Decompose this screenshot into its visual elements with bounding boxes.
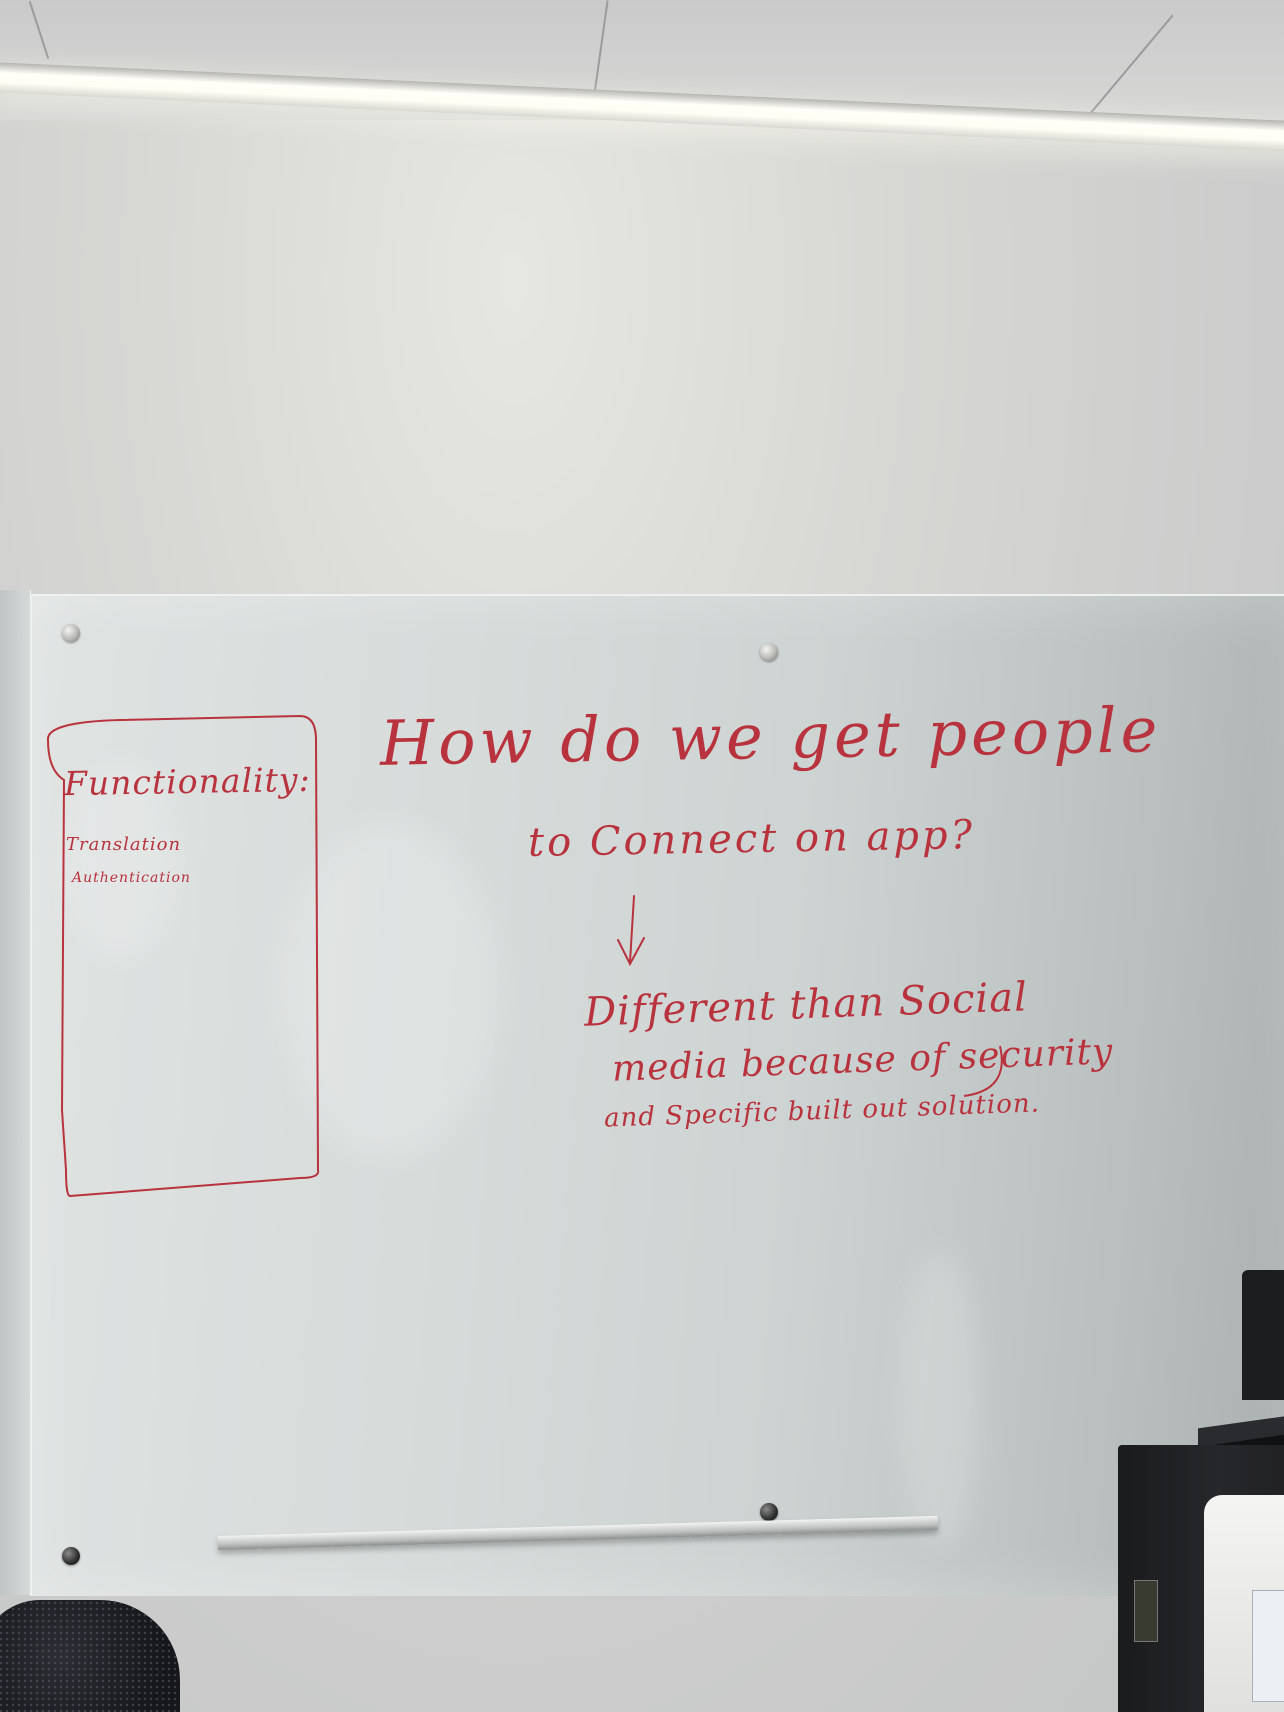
printer-sticker — [1134, 1580, 1158, 1642]
functionality-heading: Functionality: — [63, 759, 311, 804]
whiteboard-question-line2: to Connect on app? — [527, 812, 976, 866]
security-underline-hook — [963, 1045, 1003, 1097]
down-arrow-icon — [617, 895, 645, 967]
whiteboard-question-line1: How do we get people — [379, 693, 1162, 780]
glass-reflection — [60, 760, 180, 960]
functionality-item-translation: Translation — [66, 834, 182, 855]
functionality-item-authentication: Authentication — [72, 870, 191, 886]
board-mount-bottom-left — [62, 1547, 80, 1565]
functionality-box-outline — [47, 714, 320, 1198]
board-mount-top-left — [62, 624, 80, 642]
glass-whiteboard — [30, 594, 1284, 1596]
printer-top-unit — [1242, 1270, 1284, 1400]
board-mount-bottom-right — [760, 1503, 778, 1521]
glass-reflection — [900, 1250, 980, 1550]
board-mount-top-right — [760, 643, 778, 661]
printer-label — [1252, 1590, 1284, 1702]
office-printer — [1118, 1270, 1284, 1712]
adjacent-glass-panel — [0, 590, 31, 1595]
jacket-texture — [0, 1600, 180, 1712]
